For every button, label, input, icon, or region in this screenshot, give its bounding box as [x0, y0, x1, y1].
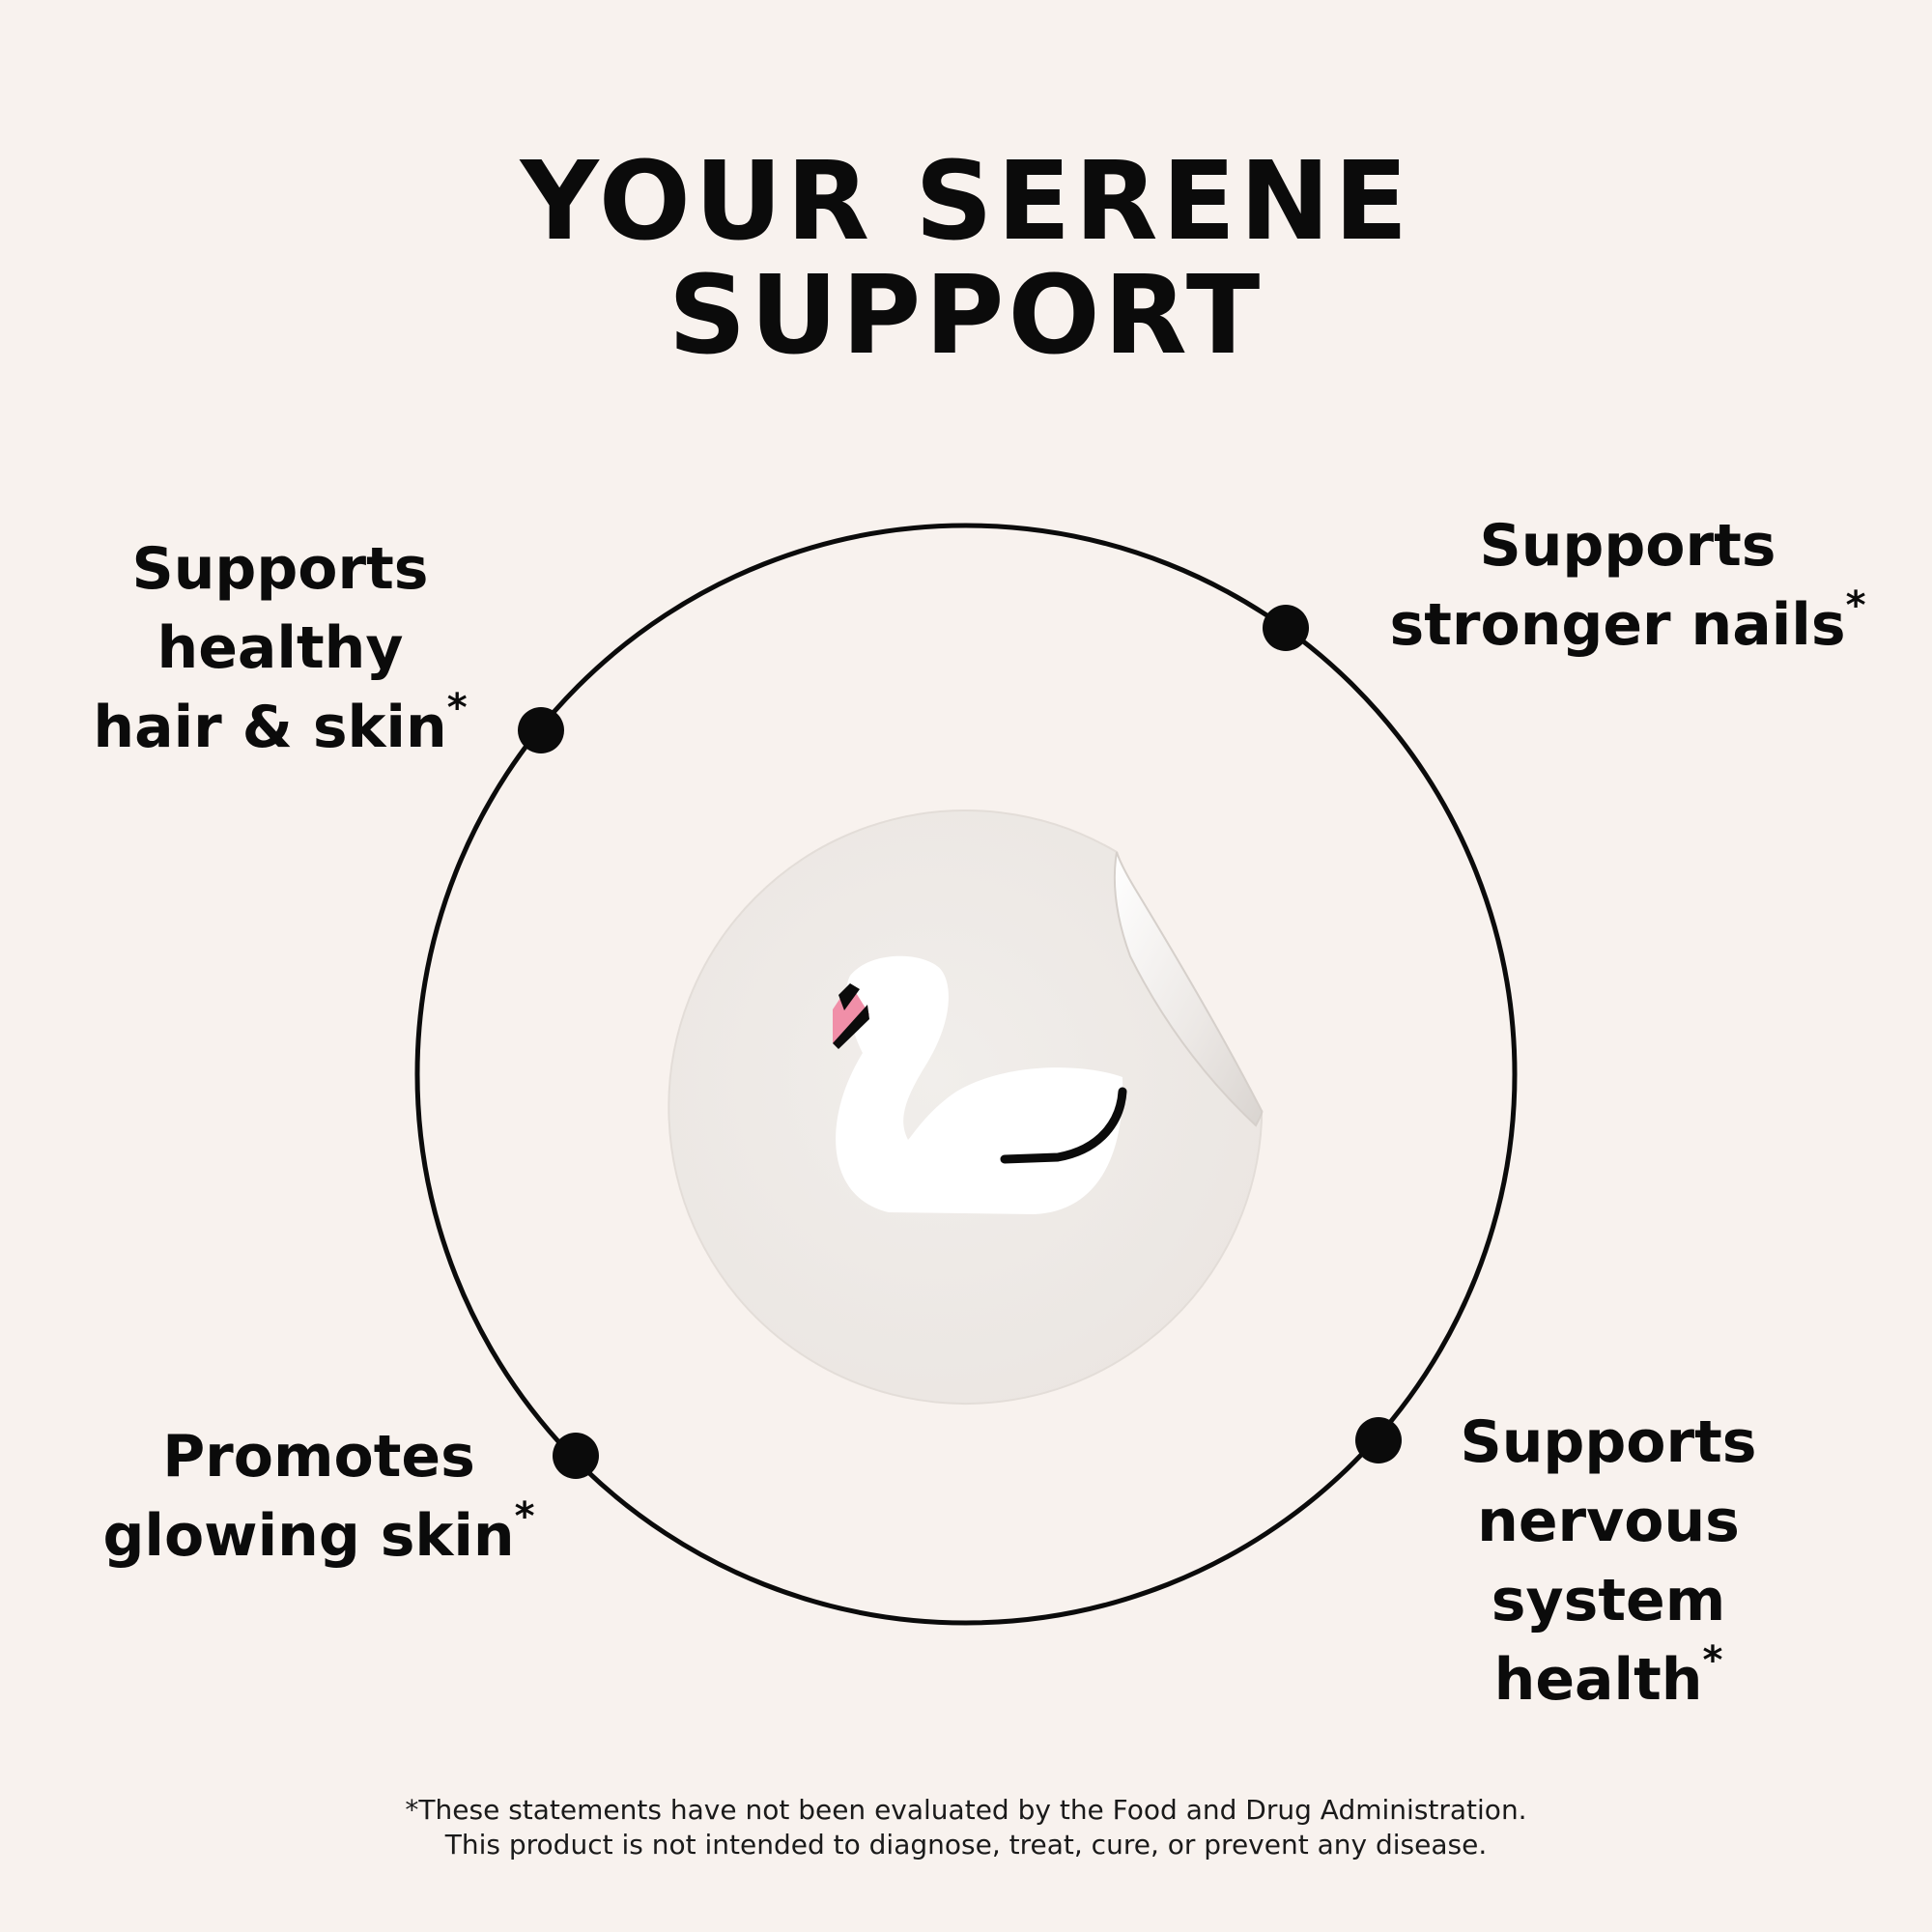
benefit-hair-skin-text: Supports healthy hair & skin: [93, 535, 447, 761]
benefit-nervous-system-asterisk: *: [1702, 1638, 1723, 1683]
page-title: YOUR SERENE SUPPORT: [0, 145, 1932, 373]
swan-face-mark: [833, 1005, 869, 1049]
benefit-nails: Supports stronger nails*: [1352, 506, 1903, 665]
benefit-hair-skin: Supports healthy hair & skin*: [58, 529, 502, 767]
benefit-glowing-skin-asterisk: *: [514, 1494, 535, 1539]
orbit-ring: [414, 523, 1518, 1626]
benefit-glowing-skin: Promotes glowing skin*: [58, 1417, 580, 1576]
swan-beak-knob: [838, 983, 860, 1010]
dot-hair-skin: [518, 707, 564, 753]
title-line-1: YOUR SERENE: [520, 139, 1412, 265]
swan-wing-line: [1000, 1087, 1127, 1164]
dot-nails: [1263, 605, 1309, 651]
disclaimer-line-2: This product is not intended to diagnose…: [444, 1829, 1488, 1861]
benefit-hair-skin-asterisk: *: [446, 686, 468, 730]
dot-glowing-skin: [553, 1433, 599, 1479]
benefit-glowing-skin-text: Promotes glowing skin: [102, 1423, 515, 1570]
disclaimer-line-1: *These statements have not been evaluate…: [405, 1794, 1527, 1826]
fda-disclaimer: *These statements have not been evaluate…: [0, 1793, 1932, 1862]
benefit-nails-text: Supports stronger nails: [1389, 512, 1846, 659]
title-line-2: SUPPORT: [668, 253, 1264, 379]
benefit-nails-asterisk: *: [1845, 583, 1866, 628]
swan-neck: [851, 962, 939, 1053]
benefit-nervous-system: Supports nervous system health*: [1420, 1403, 1797, 1719]
swan-sticker-icon: [668, 810, 1264, 1405]
dot-nervous-system: [1355, 1417, 1402, 1463]
benefit-nervous-system-text: Supports nervous system health: [1460, 1408, 1757, 1714]
